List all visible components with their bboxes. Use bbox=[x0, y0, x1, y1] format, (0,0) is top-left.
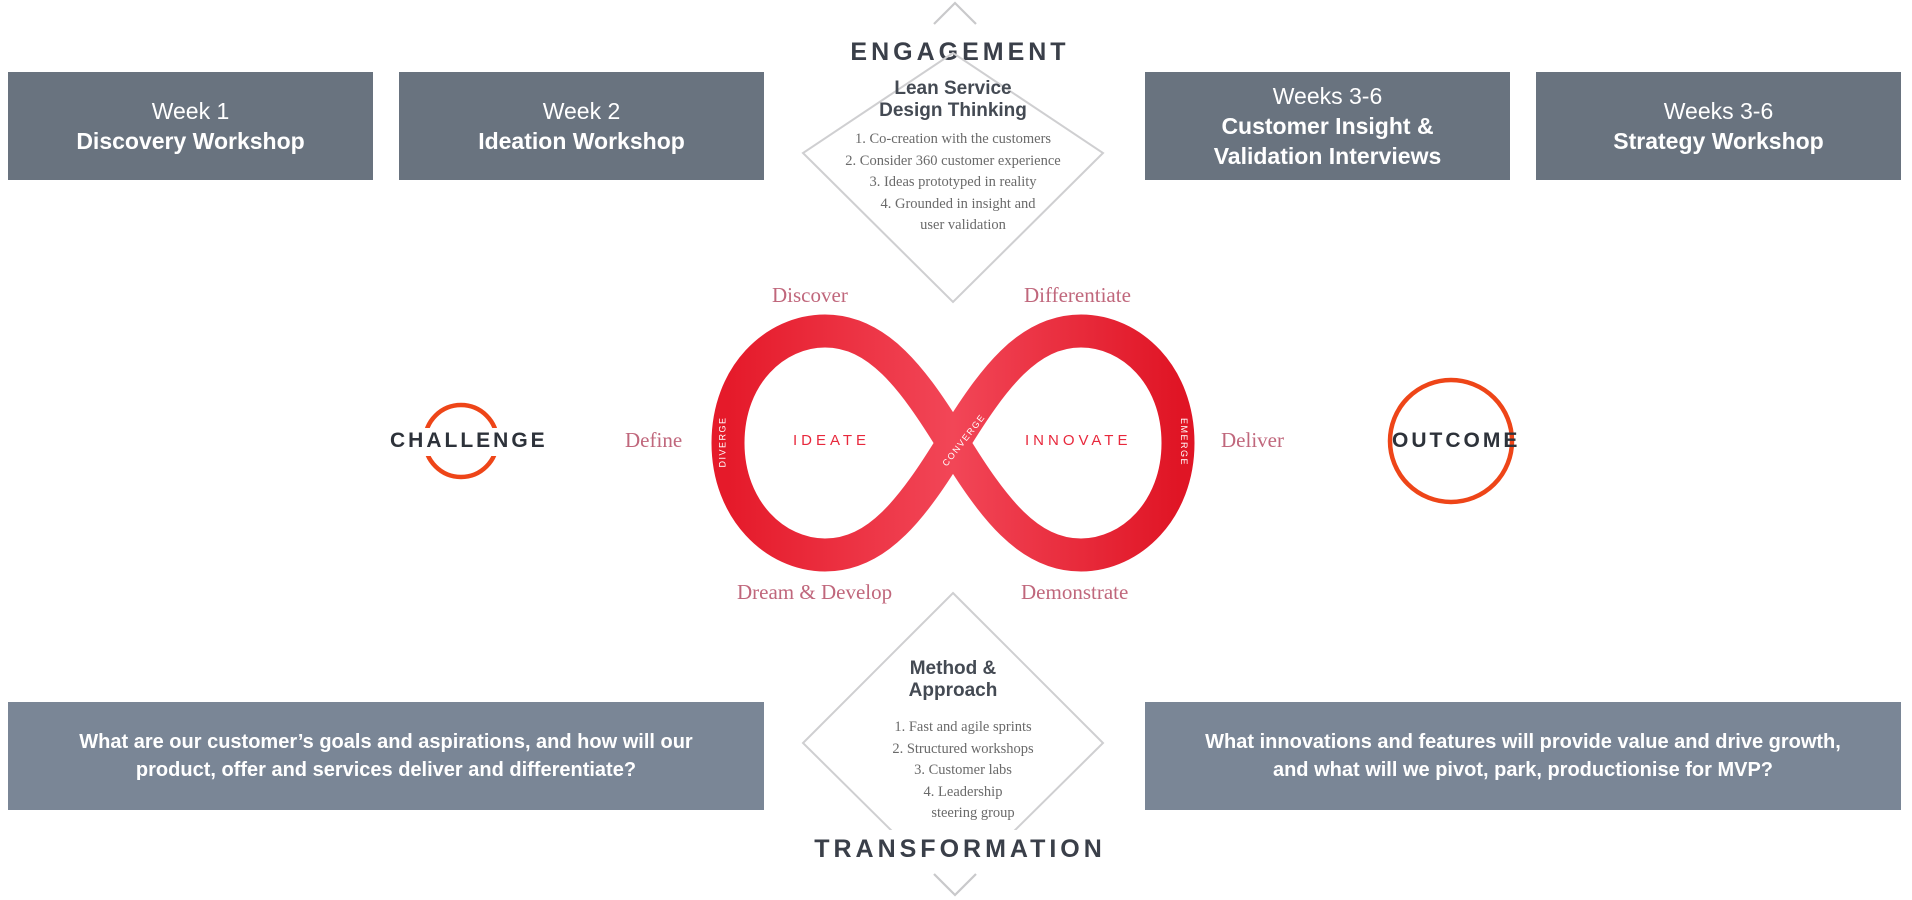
engagement-heading: ENGAGEMENT bbox=[850, 38, 1070, 66]
engagement-diamond bbox=[801, 51, 1105, 304]
outcome-label: OUTCOME bbox=[1392, 429, 1521, 452]
transformation-item: 1. Fast and agile sprints bbox=[894, 719, 1032, 735]
engagement-title: Lean Service Design Thinking bbox=[853, 78, 1053, 122]
diverge-label: DIVERGE bbox=[717, 416, 728, 468]
transformation-title-line1: Method & bbox=[909, 658, 997, 679]
weeks3-6-strategy-label: Weeks 3-6 bbox=[1663, 98, 1774, 124]
transformation-heading: TRANSFORMATION bbox=[814, 835, 1106, 863]
weeks3-6-strategy-box: Weeks 3-6 Strategy Workshop bbox=[1536, 72, 1901, 180]
challenge-label: CHALLENGE bbox=[390, 429, 548, 452]
engagement-item: 4. Grounded in insight and bbox=[880, 195, 1036, 212]
week1-label: Week 1 bbox=[151, 98, 230, 124]
interviews-title-line2: Validation Interviews bbox=[1213, 143, 1442, 169]
up-chevron-icon bbox=[933, 1, 977, 25]
outcome-ring bbox=[1387, 377, 1515, 505]
infinity-loop bbox=[711, 314, 1195, 572]
week1-title: Discovery Workshop bbox=[76, 128, 305, 154]
stage-differentiate: Differentiate bbox=[1024, 283, 1131, 307]
transformation-title-line2: Approach bbox=[908, 680, 998, 701]
emerge-label: EMERGE bbox=[1179, 417, 1190, 467]
transformation-item: 3. Customer labs bbox=[914, 762, 1012, 778]
stage-dream-develop: Dream & Develop bbox=[737, 580, 893, 604]
right-question-line2: and what will we pivot, park, production… bbox=[1272, 759, 1774, 781]
stage-define: Define bbox=[625, 428, 683, 452]
engagement-title-line2: Design Thinking bbox=[879, 100, 1027, 121]
engagement-title-line1: Lean Service bbox=[894, 78, 1012, 99]
transformation-item: steering group bbox=[931, 805, 1015, 821]
transformation-list: 1. Fast and agile sprints 2. Structured … bbox=[833, 717, 1093, 825]
down-chevron-icon bbox=[933, 873, 977, 897]
diamond-bottom-gap bbox=[880, 830, 1030, 850]
stage-deliver: Deliver bbox=[1221, 428, 1284, 452]
engagement-list: 1. Co-creation with the customers 2. Con… bbox=[813, 129, 1093, 237]
engagement-item: 1. Co-creation with the customers bbox=[854, 131, 1052, 147]
engagement-item: 3. Ideas prototyped in reality bbox=[869, 174, 1037, 190]
challenge-label-backdrop bbox=[385, 428, 535, 456]
transformation-item: 2. Structured workshops bbox=[892, 740, 1034, 757]
weeks3-6-label: Weeks 3-6 bbox=[1272, 83, 1383, 109]
transformation-title: Method & Approach bbox=[853, 658, 1053, 702]
ideate-label: IDEATE bbox=[793, 432, 871, 449]
weeks3-6-interviews-box: Weeks 3-6 Customer Insight & Validation … bbox=[1145, 72, 1510, 180]
right-question-box: What innovations and features will provi… bbox=[1145, 702, 1901, 810]
stage-discover: Discover bbox=[772, 283, 848, 307]
left-question-box: What are our customer’s goals and aspira… bbox=[8, 702, 764, 810]
interviews-title-line1: Customer Insight & bbox=[1221, 113, 1434, 139]
right-question-line1: What innovations and features will provi… bbox=[1205, 731, 1841, 753]
week2-title: Ideation Workshop bbox=[478, 128, 685, 154]
strategy-title: Strategy Workshop bbox=[1613, 128, 1824, 154]
left-question-line1: What are our customer’s goals and aspira… bbox=[79, 731, 693, 753]
transformation-item: 4. Leadership bbox=[923, 783, 1003, 800]
week1-box: Week 1 Discovery Workshop bbox=[8, 72, 373, 180]
week2-box: Week 2 Ideation Workshop bbox=[399, 72, 764, 180]
engagement-item: 2. Consider 360 customer experience bbox=[845, 152, 1061, 169]
engagement-item: user validation bbox=[920, 217, 1006, 233]
week2-label: Week 2 bbox=[542, 98, 621, 124]
innovate-label: INNOVATE bbox=[1025, 432, 1132, 449]
left-question-line2: product, offer and services deliver and … bbox=[135, 759, 637, 781]
stage-demonstrate: Demonstrate bbox=[1021, 580, 1129, 604]
